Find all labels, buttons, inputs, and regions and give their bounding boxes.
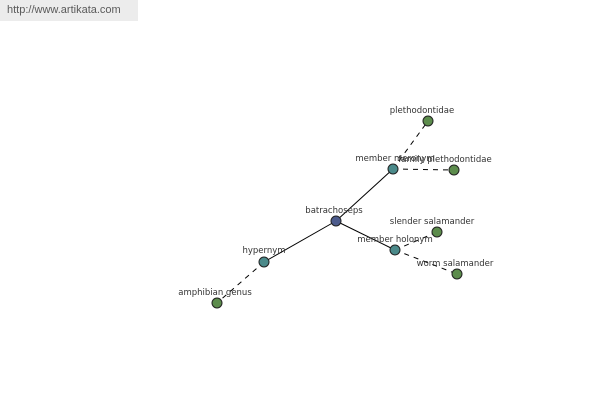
edge-batrachoseps-member-meronym [335, 168, 394, 222]
label-family-plethodontidae: family plethodontidae [398, 155, 491, 165]
node-family-plethodontidae[interactable] [448, 164, 460, 176]
edge-batrachoseps-hypernym [263, 220, 337, 263]
node-amphibian-genus[interactable] [211, 297, 223, 309]
site-url-link[interactable]: http://www.artikata.com [0, 0, 138, 21]
label-worm-salamander: worm salamander [417, 259, 494, 269]
node-member-holonym[interactable] [389, 244, 401, 256]
edge-holonym-slender-salamander [394, 231, 438, 251]
node-slender-salamander[interactable] [431, 226, 443, 238]
label-hypernym: hypernym [242, 246, 285, 256]
node-worm-salamander[interactable] [451, 268, 463, 280]
label-plethodontidae: plethodontidae [390, 106, 454, 116]
edge-holonym-worm-salamander [394, 249, 458, 275]
node-member-meronym[interactable] [387, 163, 399, 175]
label-batrachoseps: batrachoseps [305, 206, 363, 216]
label-amphibian-genus: amphibian genus [178, 288, 252, 298]
edge-hypernym-amphibian-genus [216, 261, 265, 304]
edge-batrachoseps-member-holonym [335, 220, 396, 251]
label-member-holonym: member holonym [357, 235, 432, 245]
label-slender-salamander: slender salamander [390, 217, 475, 227]
edge-meronym-family-plethodontidae [392, 168, 455, 171]
node-hypernym[interactable] [258, 256, 270, 268]
label-member-meronym: member meronym [355, 154, 434, 164]
node-batrachoseps[interactable] [330, 215, 342, 227]
node-plethodontidae[interactable] [422, 115, 434, 127]
